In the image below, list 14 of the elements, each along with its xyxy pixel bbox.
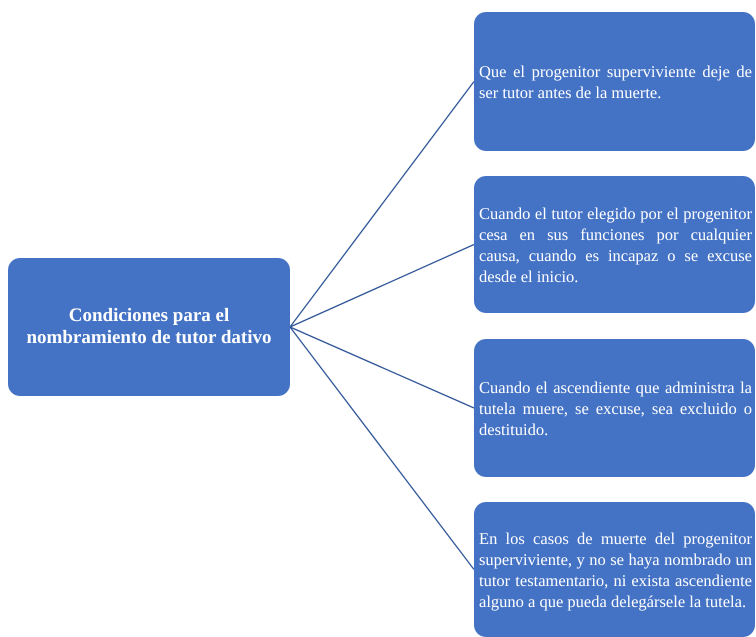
connector-line (289, 81, 475, 328)
condition-text: Cuando el ascendiente que administra la tutela muere, se excuse, sea excluido o destituido. (479, 376, 752, 440)
condition-box (474, 339, 755, 477)
condition-text: Que el progenitor superviviente deje de ser tutor antes de la muerte. (479, 60, 752, 102)
condition-text: En los casos de muerte del progenitor superviviente, y no se haya nombrado un tutor testamentario, ni exista ascendiente alguno a que pueda delegársele la tutela. (479, 528, 752, 612)
connector-line (290, 326, 474, 409)
topic-box (8, 258, 290, 396)
condition-text: Cuando el tutor elegido por el progenitor cesa en sus funciones por cualquier causa, cuando es incapaz o se excuse desde el inicio. (479, 202, 752, 286)
condition-box (474, 176, 755, 313)
condition-box (474, 502, 755, 637)
condition-box (474, 12, 755, 151)
connector-line (289, 326, 475, 570)
topic-title: Condiciones para el nombramiento de tutor dativo (25, 305, 273, 349)
connector-line (290, 244, 474, 328)
